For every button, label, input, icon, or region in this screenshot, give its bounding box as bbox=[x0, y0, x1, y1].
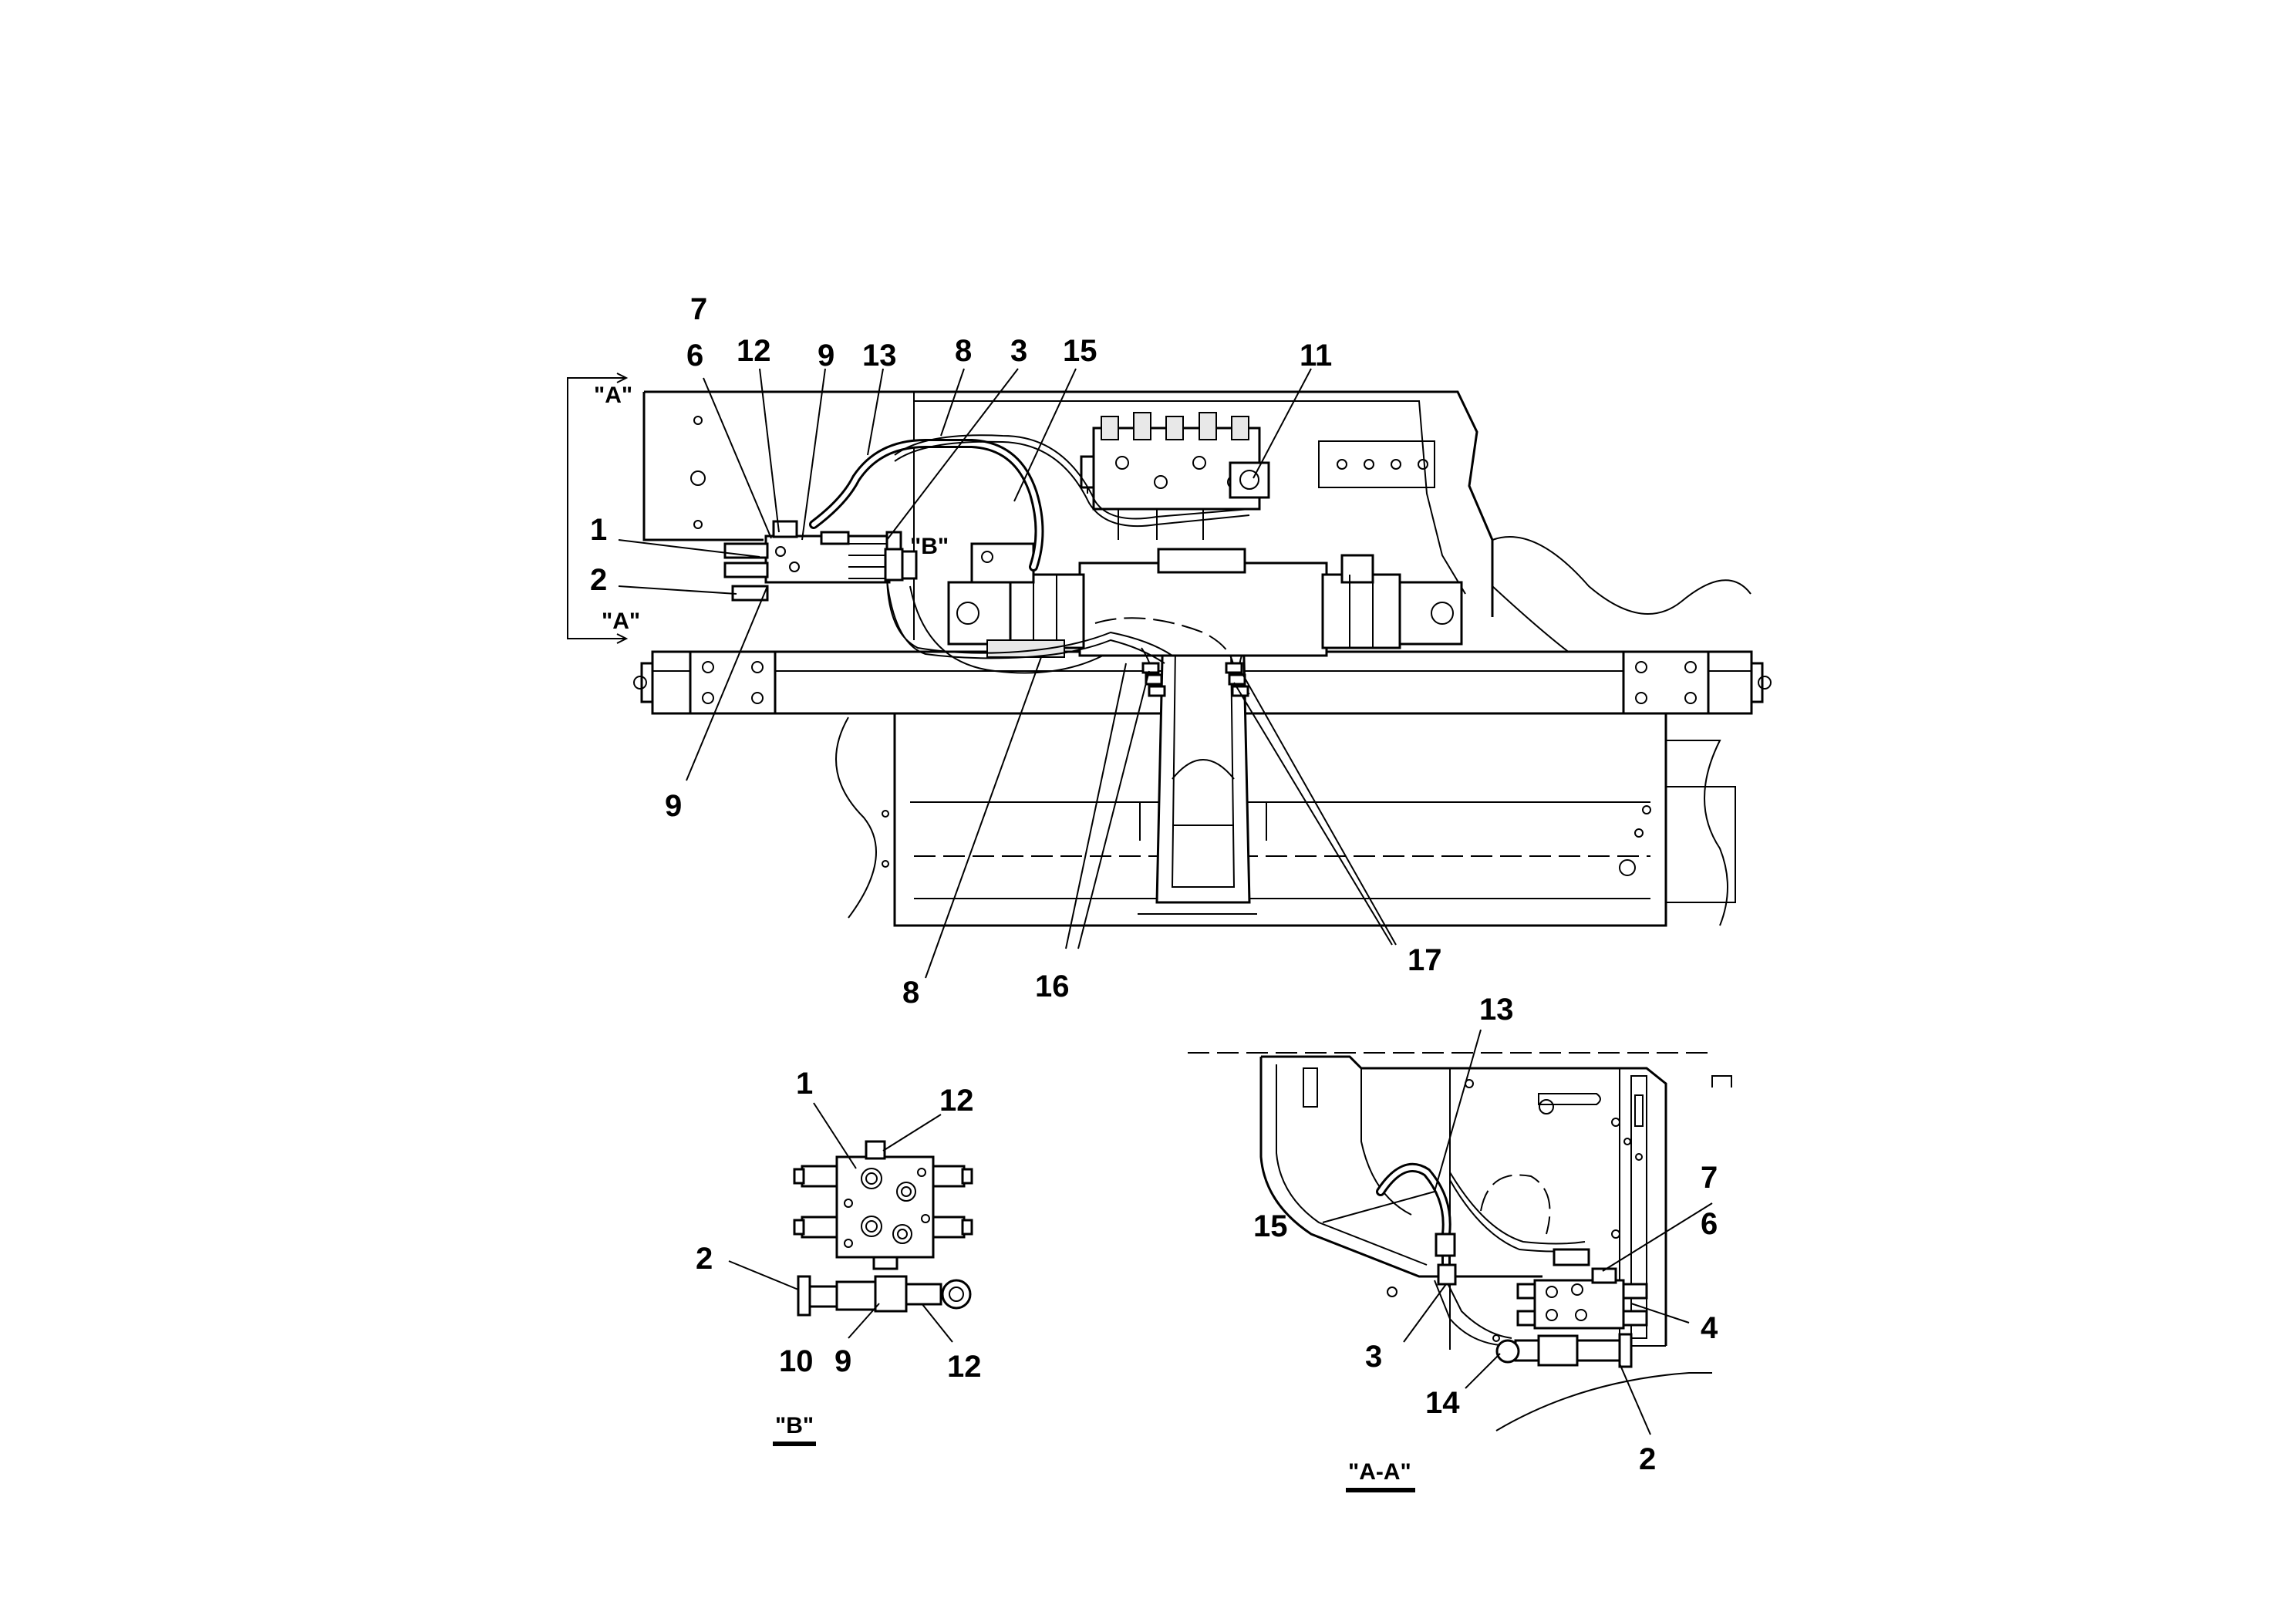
valve-block bbox=[835, 1155, 935, 1259]
detail-b-marker-box bbox=[884, 548, 904, 582]
main-label-7: 7 bbox=[690, 292, 707, 326]
main-leader-lines bbox=[618, 368, 1397, 979]
aa-caption: "A-A" bbox=[1348, 1459, 1411, 1485]
b-label-1: 1 bbox=[796, 1067, 813, 1101]
machine-frame bbox=[633, 390, 1772, 927]
view-b-marker-label: "B" bbox=[910, 534, 949, 559]
section-aa-view: 13 7 6 15 4 3 14 2 "A-A" bbox=[1188, 993, 1732, 1492]
pump-drive-assembly bbox=[947, 542, 1463, 658]
fittings-16-17 bbox=[1141, 662, 1249, 697]
b-caption: "B" bbox=[775, 1413, 814, 1438]
section-a-bracket bbox=[567, 373, 629, 644]
main-label-8-lower: 8 bbox=[902, 976, 919, 1010]
tee-fitting bbox=[874, 1275, 908, 1313]
b-label-9: 9 bbox=[834, 1344, 851, 1378]
main-label-13: 13 bbox=[862, 339, 897, 373]
aa-label-14: 14 bbox=[1425, 1386, 1460, 1420]
aa-label-4: 4 bbox=[1701, 1311, 1718, 1345]
main-label-16: 16 bbox=[1035, 969, 1070, 1003]
main-label-9-lower: 9 bbox=[665, 789, 682, 823]
b-label-12-bottom: 12 bbox=[947, 1350, 982, 1384]
aa-label-7: 7 bbox=[1701, 1161, 1718, 1195]
main-view: 7 6 12 9 13 8 3 15 11 1 2 9 8 16 17 "A" … bbox=[567, 292, 1772, 1010]
main-label-9: 9 bbox=[818, 339, 834, 373]
main-label-11: 11 bbox=[1300, 339, 1332, 373]
banjo-eye bbox=[941, 1279, 972, 1310]
aa-label-13: 13 bbox=[1479, 993, 1514, 1027]
aa-label-6: 6 bbox=[1701, 1207, 1718, 1241]
b-label-2: 2 bbox=[696, 1242, 713, 1276]
view-a-label-top: "A" bbox=[594, 383, 632, 408]
view-a-label-bottom: "A" bbox=[602, 609, 640, 634]
aa-label-15: 15 bbox=[1253, 1209, 1288, 1243]
detail-b-view: 1 12 2 10 9 12 "B" bbox=[696, 1067, 982, 1446]
main-label-6: 6 bbox=[686, 339, 703, 373]
aa-label-3: 3 bbox=[1365, 1340, 1382, 1374]
main-label-15: 15 bbox=[1063, 334, 1097, 368]
control-valve-bank bbox=[1080, 412, 1270, 540]
main-label-8: 8 bbox=[955, 334, 972, 368]
top-fitting bbox=[865, 1140, 886, 1160]
main-view-labels: 7 6 12 9 13 8 3 15 11 1 2 9 8 16 17 "A" … bbox=[590, 292, 1442, 1010]
aa-label-2: 2 bbox=[1639, 1442, 1656, 1476]
main-label-17: 17 bbox=[1408, 943, 1442, 977]
main-label-12: 12 bbox=[737, 334, 771, 368]
main-label-3: 3 bbox=[1010, 334, 1027, 368]
b-label-12-top: 12 bbox=[939, 1084, 974, 1118]
main-label-1: 1 bbox=[590, 513, 607, 547]
b-label-10: 10 bbox=[779, 1344, 814, 1378]
main-label-2: 2 bbox=[590, 563, 607, 597]
